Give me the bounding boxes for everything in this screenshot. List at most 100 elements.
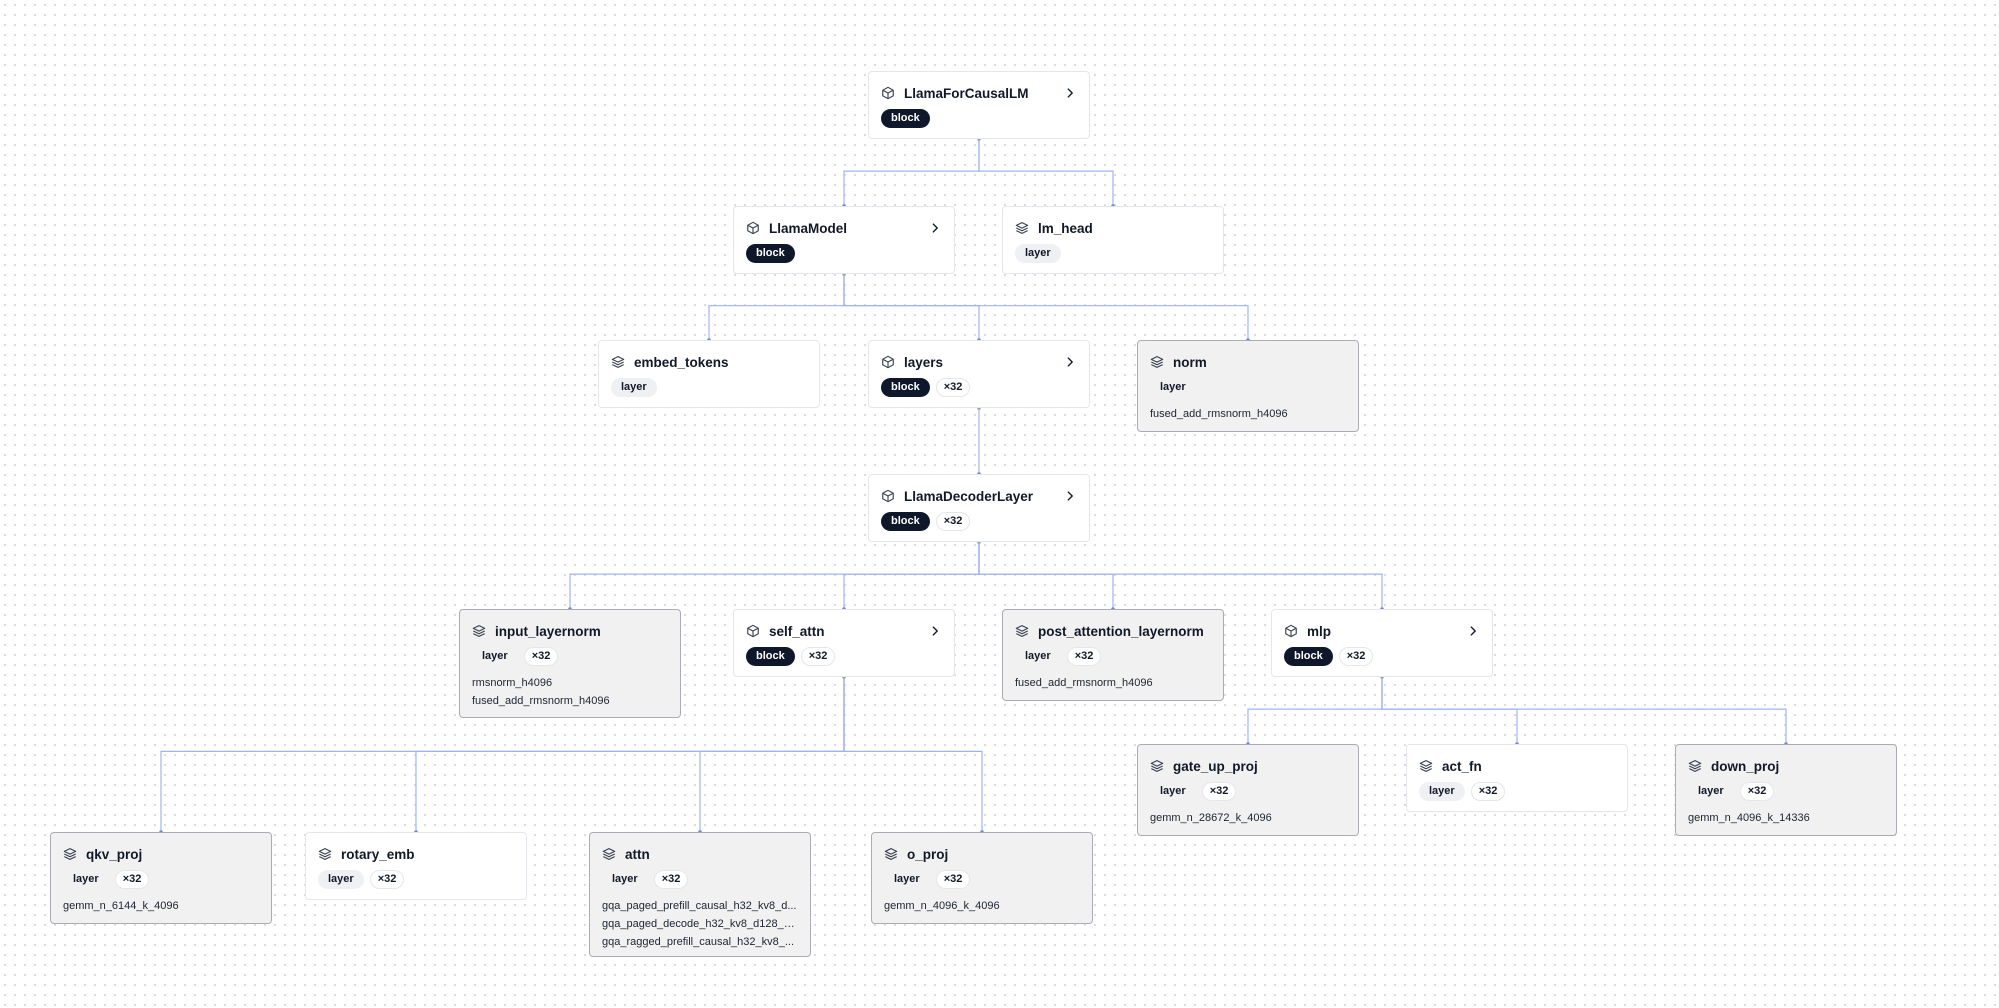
node-header: qkv_proj <box>63 844 259 864</box>
repeat-count-badge: ×32 <box>369 870 405 889</box>
kind-badge: layer <box>884 870 930 889</box>
kernel-list: gqa_paged_prefill_causal_h32_kv8_d...gqa… <box>602 897 798 951</box>
node-title: o_proj <box>907 846 949 862</box>
node-title: attn <box>625 846 650 862</box>
kernel-name: gqa_ragged_prefill_causal_h32_kv8_... <box>602 936 795 948</box>
edge-llamamodel-layers <box>843 274 980 340</box>
layers-icon <box>611 355 625 369</box>
cube-icon <box>1284 624 1298 638</box>
edge-llamamodel-norm <box>843 274 1249 340</box>
layers-icon <box>1015 624 1029 638</box>
node-header: rotary_emb <box>318 844 514 864</box>
edge-llamamodel-embed_tokens <box>708 274 845 340</box>
kind-badge: layer <box>611 378 657 397</box>
layers-icon <box>602 847 616 861</box>
kernel-name: gemm_n_28672_k_4096 <box>1150 812 1272 824</box>
node-header: attn <box>602 844 798 864</box>
chevron-right-icon[interactable] <box>1063 355 1077 369</box>
layers-icon <box>1150 759 1164 773</box>
node-title: self_attn <box>769 623 825 639</box>
chevron-right-icon[interactable] <box>928 221 942 235</box>
edge-self_attn-attn <box>699 677 845 832</box>
layers-icon <box>884 847 898 861</box>
node-title: act_fn <box>1442 758 1482 774</box>
node-layers[interactable]: layers block×32 <box>868 340 1090 408</box>
repeat-count-badge: ×32 <box>523 647 559 666</box>
badge-row: layer×32 <box>1150 782 1346 801</box>
edge-mlp-down_proj <box>1381 677 1787 744</box>
kind-badge: layer <box>1688 782 1734 801</box>
kind-badge: layer <box>1419 782 1465 801</box>
edge-llamadecoderlayer-input_layernorm <box>569 542 980 609</box>
node-gate-up-proj[interactable]: gate_up_proj layer×32 gemm_n_28672_k_4096 <box>1137 744 1359 836</box>
node-mlp[interactable]: mlp block×32 <box>1271 609 1493 677</box>
repeat-count-badge: ×32 <box>800 647 836 666</box>
node-header: act_fn <box>1419 756 1615 776</box>
badge-row: block ×32 <box>746 647 942 666</box>
node-header: o_proj <box>884 844 1080 864</box>
kind-badge: layer <box>1150 782 1196 801</box>
repeat-count-badge: ×32 <box>1739 782 1775 801</box>
node-title: layers <box>904 354 944 370</box>
layers-icon <box>1150 355 1164 369</box>
kind-badge: layer <box>1015 244 1061 263</box>
chevron-right-icon[interactable] <box>928 624 942 638</box>
node-title: norm <box>1173 354 1207 370</box>
chevron-right-icon[interactable] <box>1063 489 1077 503</box>
badge-row: block×32 <box>881 378 1077 397</box>
node-header: layers <box>881 352 1077 372</box>
node-title: lm_head <box>1038 220 1093 236</box>
node-o-proj[interactable]: o_proj layer×32 gemm_n_4096_k_4096 <box>871 832 1093 924</box>
node-header: norm <box>1150 352 1346 372</box>
layers-icon <box>1015 221 1029 235</box>
edge-llamaforcausallm-lm_head <box>978 139 1114 206</box>
chevron-right-icon[interactable] <box>1063 86 1077 100</box>
kind-badge: block <box>881 512 930 531</box>
kind-badge: block <box>746 647 795 666</box>
layers-icon <box>318 847 332 861</box>
layers-icon <box>1419 759 1433 773</box>
node-title: mlp <box>1307 623 1332 639</box>
edge-llamadecoderlayer-post_attention_layernorm <box>978 542 1114 609</box>
node-llamadecoderlayer[interactable]: LlamaDecoderLayer block ×32 <box>868 474 1090 542</box>
kernel-list: gemm_n_4096_k_4096 <box>884 897 1080 915</box>
layers-icon <box>472 624 486 638</box>
repeat-count-badge: ×32 <box>653 870 689 889</box>
node-header: gate_up_proj <box>1150 756 1346 776</box>
badge-row: block <box>881 109 1077 128</box>
badge-row: layer×32 <box>884 870 1080 889</box>
badge-row: layer ×32 <box>1688 782 1884 801</box>
layers-icon <box>63 847 77 861</box>
kernel-name: gqa_paged_prefill_causal_h32_kv8_d... <box>602 900 797 912</box>
node-title: gate_up_proj <box>1173 758 1258 774</box>
kind-badge: block <box>881 109 930 128</box>
node-header: mlp <box>1284 621 1480 641</box>
badge-row: block×32 <box>1284 647 1480 666</box>
node-title: post_attention_layernorm <box>1038 623 1204 639</box>
layers-icon <box>1688 759 1702 773</box>
kernel-list: gemm_n_6144_k_4096 <box>63 897 259 915</box>
node-header: embed_tokens <box>611 352 807 372</box>
chevron-right-icon[interactable] <box>1466 624 1480 638</box>
node-title: down_proj <box>1711 758 1780 774</box>
node-title: qkv_proj <box>86 846 143 862</box>
kernel-list: gemm_n_4096_k_14336 <box>1688 809 1884 827</box>
edge-mlp-gate_up_proj <box>1247 677 1383 744</box>
repeat-count-badge: ×32 <box>935 512 971 531</box>
node-header: input_layernorm <box>472 621 668 641</box>
node-header: LlamaDecoderLayer <box>881 486 1077 506</box>
kernel-name: gemm_n_4096_k_4096 <box>884 900 1000 912</box>
